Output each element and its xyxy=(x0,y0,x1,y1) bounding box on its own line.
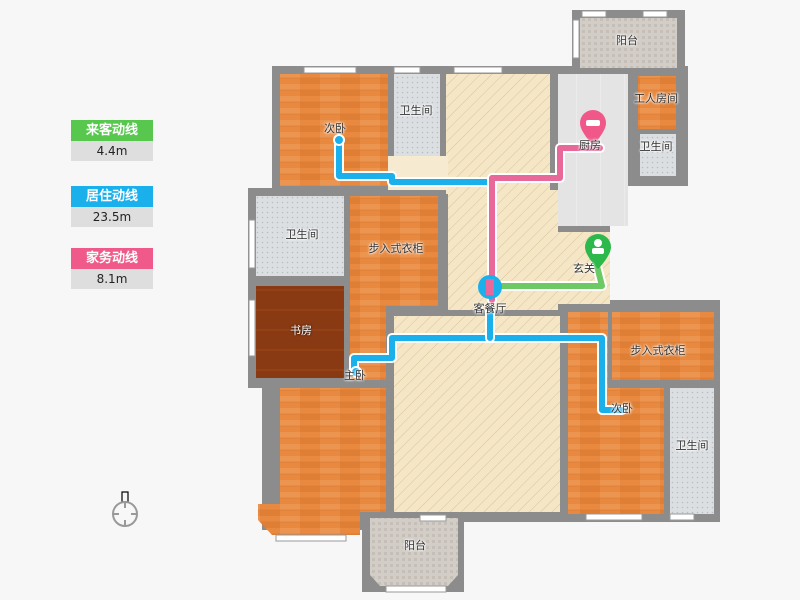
room-balcony-n xyxy=(580,18,677,68)
label-living-dining: 客餐厅 xyxy=(473,302,507,315)
label-closet-e: 步入式衣柜 xyxy=(630,344,686,357)
label-balcony-s: 阳台 xyxy=(404,539,426,552)
foyer-pin-icon xyxy=(585,234,611,269)
label-foyer: 玄关 xyxy=(573,262,595,275)
room-bath-ne xyxy=(640,134,676,176)
legend-living-route: 居住动线 23.5m xyxy=(71,186,153,227)
label-bath-ne: 卫生间 xyxy=(639,140,673,153)
legend-value: 8.1m xyxy=(71,269,153,289)
label-bath-w: 卫生间 xyxy=(285,228,319,241)
legend-title: 家务动线 xyxy=(71,248,153,269)
legend-value: 23.5m xyxy=(71,207,153,227)
route-living xyxy=(333,134,627,415)
legend-housework-route: 家务动线 8.1m xyxy=(71,248,153,289)
label-kitchen: 厨房 xyxy=(579,139,601,152)
room-bath-w xyxy=(256,196,344,276)
room-closet-e xyxy=(612,312,714,380)
route-guest xyxy=(495,257,607,291)
legend-guest-route: 来客动线 4.4m xyxy=(71,120,153,161)
room-living-bottom xyxy=(394,316,560,512)
label-bath-se: 卫生间 xyxy=(675,439,709,452)
label-bath-n: 卫生间 xyxy=(399,104,433,117)
room-master-bedroom xyxy=(258,388,386,535)
room-study xyxy=(256,286,344,378)
room-servant xyxy=(638,76,676,129)
windows xyxy=(248,10,695,593)
kitchen-pin-icon xyxy=(580,110,606,145)
room-bath-se xyxy=(670,388,714,514)
legend-title: 来客动线 xyxy=(71,120,153,141)
label-servant-room: 工人房间 xyxy=(634,92,678,105)
living-pin-icon xyxy=(478,275,502,299)
label-master-bedroom: 主卧 xyxy=(344,369,366,382)
label-closet-w: 步入式衣柜 xyxy=(368,242,424,255)
route-housework xyxy=(487,143,605,305)
room-closet-w xyxy=(350,196,438,306)
room-balcony-s xyxy=(370,518,458,586)
label-study: 书房 xyxy=(290,324,312,337)
legend-title: 居住动线 xyxy=(71,186,153,207)
label-bedroom-nw: 次卧 xyxy=(324,122,346,135)
label-balcony-n: 阳台 xyxy=(616,34,638,47)
room-bath-n xyxy=(394,74,440,156)
room-living-mid xyxy=(448,190,558,310)
compass-icon xyxy=(112,491,138,527)
label-bedroom-se: 次卧 xyxy=(611,402,633,415)
legend-value: 4.4m xyxy=(71,141,153,161)
